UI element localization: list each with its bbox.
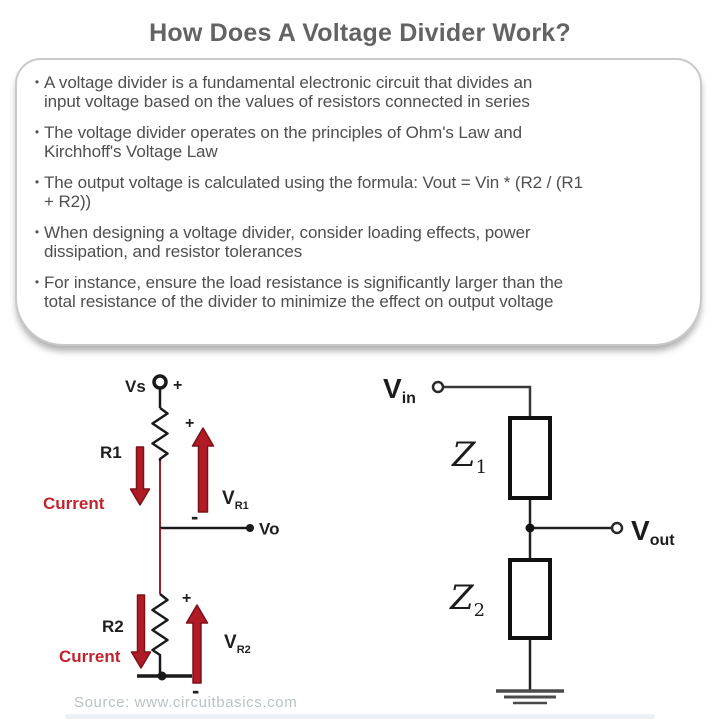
- wire-vin: [443, 385, 532, 418]
- vr1-label: VR1: [222, 488, 249, 512]
- bottom-node-dot: [157, 671, 167, 681]
- vo-node-dot: [246, 524, 254, 532]
- resistor-divider-diagram: Vs + R1 Current + - VR1 Vo R2 Current + …: [43, 374, 279, 703]
- bullet-item: • When designing a voltage divider, cons…: [30, 223, 662, 261]
- vin-label: Vin: [383, 373, 416, 407]
- z1-impedance-box: [508, 416, 552, 500]
- current-arrow-down-r1: [129, 446, 151, 506]
- plus-sign-r1: +: [185, 415, 194, 432]
- z2-impedance-box: [508, 558, 552, 640]
- impedance-divider-diagram: Vin Z1 Vout Z2: [383, 373, 675, 705]
- resistor-r2-zigzag: [151, 593, 169, 676]
- plus-sign-top: +: [173, 377, 182, 394]
- bullet-text: A voltage divider is a fundamental elect…: [44, 73, 533, 111]
- bullet-item: • The voltage divider operates on the pr…: [30, 123, 662, 161]
- vout-label: Vout: [631, 515, 675, 549]
- current-label-top: Current: [43, 494, 105, 513]
- minus-sign-r1: -: [191, 504, 198, 529]
- vs-terminal-circle: [152, 374, 168, 390]
- r1-label: R1: [100, 443, 122, 462]
- bullet-text: When designing a voltage divider, consid…: [44, 223, 531, 261]
- summary-card: • A voltage divider is a fundamental ele…: [15, 58, 702, 346]
- z2-label: Z2: [449, 578, 485, 621]
- plus-sign-r2: +: [182, 590, 191, 607]
- bullet-dot: •: [34, 175, 40, 189]
- mid-node-dot: [525, 523, 535, 533]
- bullet-dot: •: [34, 75, 40, 89]
- bullet-text: The voltage divider operates on the prin…: [44, 123, 522, 161]
- source-attribution: Source: www.circuitbasics.com: [74, 694, 298, 711]
- bullet-dot: •: [34, 275, 40, 289]
- vo-label: Vo: [259, 520, 279, 539]
- bullet-list: • A voltage divider is a fundamental ele…: [30, 73, 662, 311]
- ground-icon: [496, 689, 564, 705]
- r2-label: R2: [102, 617, 124, 636]
- current-arrow-down-r2: [130, 594, 152, 669]
- bullet-text: The output voltage is calculated using t…: [44, 173, 583, 211]
- bullet-item: • A voltage divider is a fundamental ele…: [30, 73, 662, 111]
- voltage-arrow-up-vr2: [185, 604, 209, 684]
- vr2-label: VR2: [224, 632, 251, 656]
- bullet-text: For instance, ensure the load resistance…: [44, 273, 564, 311]
- bullet-item: • The output voltage is calculated using…: [30, 173, 662, 211]
- bullet-dot: •: [34, 125, 40, 139]
- current-label-bottom: Current: [59, 647, 121, 666]
- z1-label: Z1: [451, 435, 487, 478]
- vin-terminal-circle: [431, 380, 445, 394]
- vout-terminal-circle: [610, 521, 624, 535]
- bottom-accent-bar: [65, 714, 655, 719]
- vs-label: Vs: [125, 377, 146, 396]
- page-title: How Does A Voltage Divider Work?: [149, 19, 571, 47]
- bullet-item: • For instance, ensure the load resistan…: [30, 273, 662, 311]
- minus-sign-r2: -: [192, 678, 199, 703]
- resistor-r1-zigzag: [151, 406, 169, 461]
- voltage-arrow-up-vr1: [191, 427, 215, 513]
- bullet-dot: •: [34, 225, 40, 239]
